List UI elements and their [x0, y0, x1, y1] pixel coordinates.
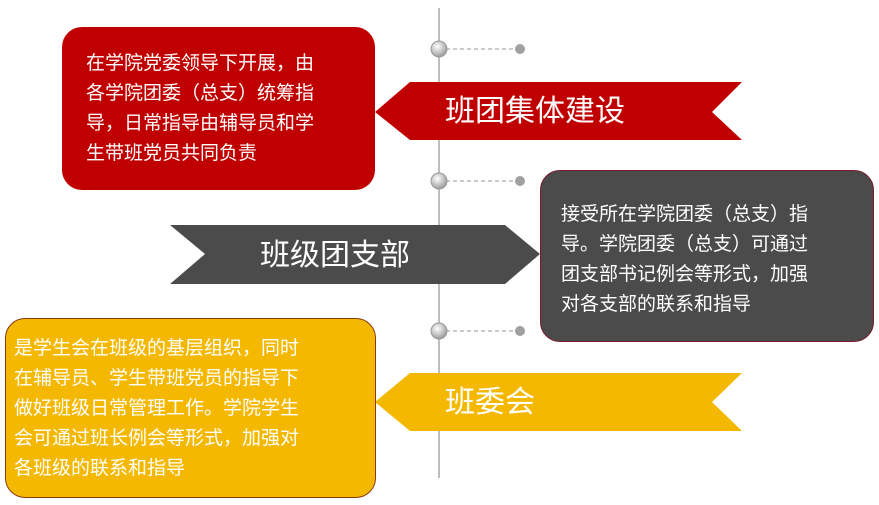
description-line: 接受所在学院团委（总支）指	[561, 203, 809, 225]
description-line: 团支部书记例会等形式，加强	[561, 263, 809, 285]
description-line: 各班级的联系和指导	[14, 457, 186, 479]
description-line: 各学院团委（总支）统筹指	[86, 82, 315, 104]
timeline-node-3	[430, 322, 525, 340]
description-line: 做好班级日常管理工作。学院学生	[14, 397, 300, 419]
ribbon-yellow	[375, 373, 742, 431]
timeline-node-2	[430, 172, 525, 190]
description-line: 是学生会在班级的基层组织，同时	[14, 337, 300, 359]
description-line: 会可通过班长例会等形式，加强对	[14, 427, 300, 449]
ribbon-title: 班委会	[445, 385, 535, 420]
ribbon-title: 班级团支部	[260, 238, 410, 273]
description-line: 导。学院团委（总支）可通过	[561, 233, 809, 255]
ribbon-red	[375, 82, 742, 140]
description-line: 生带班党员共同负责	[86, 142, 258, 164]
ribbon-title: 班团集体建设	[445, 94, 625, 129]
description-line: 在辅导员、学生带班党员的指导下	[14, 367, 300, 389]
timeline-node-1	[430, 40, 525, 58]
ribbon-dark	[170, 225, 540, 284]
description-line: 导，日常指导由辅导员和学	[86, 112, 315, 134]
description-box-red: 在学院党委领导下开展，由 各学院团委（总支）统筹指 导，日常指导由辅导员和学 生…	[62, 27, 375, 190]
description-box-yellow: 是学生会在班级的基层组织，同时 在辅导员、学生带班党员的指导下 做好班级日常管理…	[5, 318, 376, 498]
description-box-dark: 接受所在学院团委（总支）指 导。学院团委（总支）可通过 团支部书记例会等形式，加…	[540, 170, 874, 342]
description-line: 对各支部的联系和指导	[561, 293, 752, 315]
description-line: 在学院党委领导下开展，由	[86, 52, 315, 74]
